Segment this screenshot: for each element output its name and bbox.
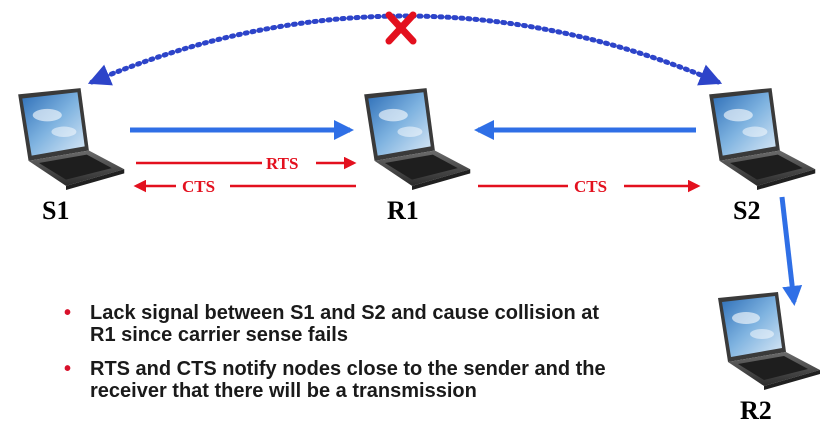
- bullet-text: RTS and CTS notify nodes close to the se…: [90, 358, 606, 402]
- explanation-list: • Lack signal between S1 and S2 and caus…: [60, 302, 620, 414]
- bullet-icon: •: [64, 358, 72, 380]
- bullet-text: Lack signal between S1 and S2 and cause …: [90, 302, 600, 346]
- node-label-s1: S1: [42, 196, 70, 225]
- node-label-r2: R2: [740, 396, 772, 425]
- s1-s2-link-arc: [87, 13, 723, 86]
- rts-label: RTS: [266, 154, 298, 173]
- cts-left-label: CTS: [182, 177, 215, 196]
- bullet-icon: •: [64, 302, 72, 324]
- node-label-s2: S2: [733, 196, 761, 225]
- laptop-icon: [718, 292, 820, 390]
- list-item: • RTS and CTS notify nodes close to the …: [60, 358, 620, 402]
- node-label-r1: R1: [387, 196, 419, 225]
- cts-right-label: CTS: [574, 177, 607, 196]
- x-mark-icon: [385, 11, 417, 45]
- laptop-icon: [364, 88, 471, 190]
- list-item: • Lack signal between S1 and S2 and caus…: [60, 302, 620, 346]
- laptop-icon: [18, 88, 125, 190]
- laptop-icon: [709, 88, 816, 190]
- s2-to-r2-data-arrow: [779, 196, 803, 306]
